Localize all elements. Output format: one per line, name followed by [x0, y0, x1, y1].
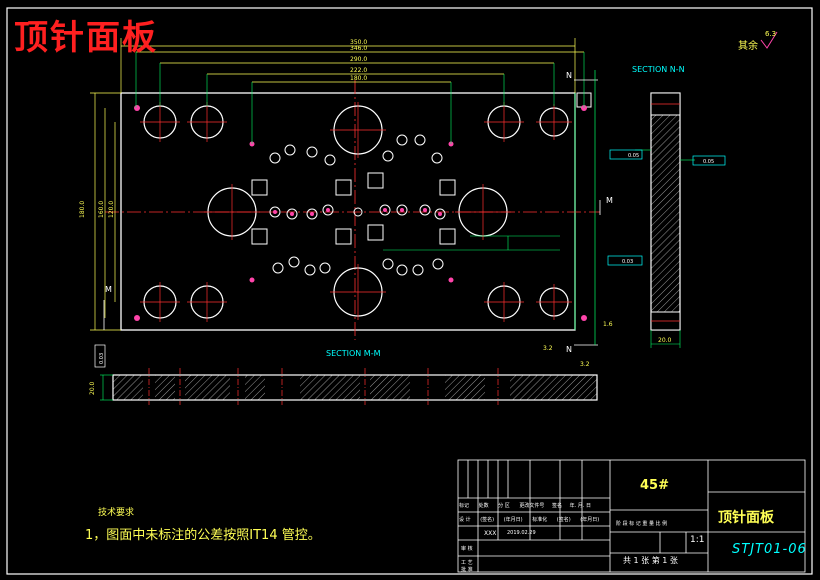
scale-value: 1:1 [690, 535, 705, 545]
roughness-symbol: 6.3 [760, 30, 778, 49]
plan-view: 350.0 346.0 290.0 222.0 180.0 180.0 160.… [79, 38, 613, 354]
roughness-32: 3.2 [543, 345, 553, 352]
section-mark-m-right: M [606, 196, 613, 205]
section-mark-n-top: N [566, 71, 572, 80]
requirements-item-1: 1，图面中未标注的公差按照IT14 管控。 [85, 528, 321, 543]
title-block [457, 459, 806, 573]
dim-height1: 180.0 [79, 201, 86, 218]
tb-header-row: 标记 处数 分 区 更改文件号 签名 年. 月. 日 [459, 502, 591, 509]
dim-overall-width: 350.0 [350, 39, 367, 46]
dim-section-thickness-mm: 20.0 [89, 381, 96, 395]
requirements-heading: 技术要求 [98, 508, 135, 518]
sheet-count: 共 1 张 第 1 张 [623, 556, 678, 565]
tb-cell-mark: 标记 [459, 503, 470, 509]
tb-cell-sign: 签名 [552, 503, 563, 509]
tb-cell-zone: 分 区 [498, 503, 510, 509]
dim-w5: 180.0 [350, 75, 367, 82]
dim-w2: 346.0 [350, 45, 367, 52]
tb-cell-design: 设 计 [459, 517, 471, 523]
dim-w3: 290.0 [350, 56, 367, 63]
roughness-16: 1.6 [603, 321, 613, 328]
tb-cell-standard-date: (年月日) [580, 517, 600, 523]
material-value: 45# [640, 478, 669, 493]
section-mm-label: SECTION M-M [326, 349, 381, 358]
tb-review: 审 核 [461, 546, 473, 552]
roughness-value: 6.3 [765, 30, 776, 38]
design-date: 2019.02.29 [507, 530, 536, 536]
section-mark-m-left: M [105, 285, 112, 294]
section-mark-n-bottom: N [566, 345, 572, 354]
section-mm-view: 20.0 0.03 [89, 344, 598, 405]
stage-labels: 阶 段 标 记 重 量 比 例 [616, 521, 668, 527]
tol-parallel-mm: 0.03 [99, 353, 105, 364]
part-name: 顶针面板 [718, 510, 774, 526]
section-nn-label: SECTION N-N [632, 65, 685, 74]
tb-approve: 批 准 [461, 567, 473, 573]
tol-perp: 0.05 [703, 159, 714, 165]
tb-cell-design-sign: (签名) [480, 517, 495, 523]
tb-cell-date: 年. 月. 日 [569, 503, 591, 509]
designer-name: XXX [484, 530, 497, 537]
dim-height3: 120.0 [108, 201, 115, 218]
tb-process: 工 艺 [461, 560, 473, 566]
dim-section-thickness-nn: 20.0 [658, 337, 672, 344]
tb-cell-change-doc: 更改文件号 [519, 503, 545, 509]
drawing-title: 顶针面板 [14, 18, 158, 58]
tb-cell-count: 处数 [478, 503, 489, 509]
section-nn-view: 20.0 0.05 0.05 0.03 3.2 1.6 3.2 [543, 92, 726, 368]
dim-w4: 222.0 [350, 67, 367, 74]
roughness-label: 其余 [738, 41, 758, 52]
tb-cell-standard-sign: (签名) [556, 517, 571, 523]
drawing-number: STJT01-06 [732, 542, 807, 557]
tol-parallel: 0.03 [622, 259, 633, 265]
tb-design-row: 设 计 (签名) (年月日) 标准化 (签名) (年月日) [459, 516, 599, 523]
drawing-frame [6, 7, 813, 575]
tb-cell-standard: 标准化 [532, 517, 548, 523]
dim-height2: 160.0 [98, 201, 105, 218]
roughness-32b: 3.2 [580, 361, 590, 368]
tol-flatness: 0.05 [628, 153, 639, 159]
tb-cell-design-date: (年月日) [503, 517, 523, 523]
